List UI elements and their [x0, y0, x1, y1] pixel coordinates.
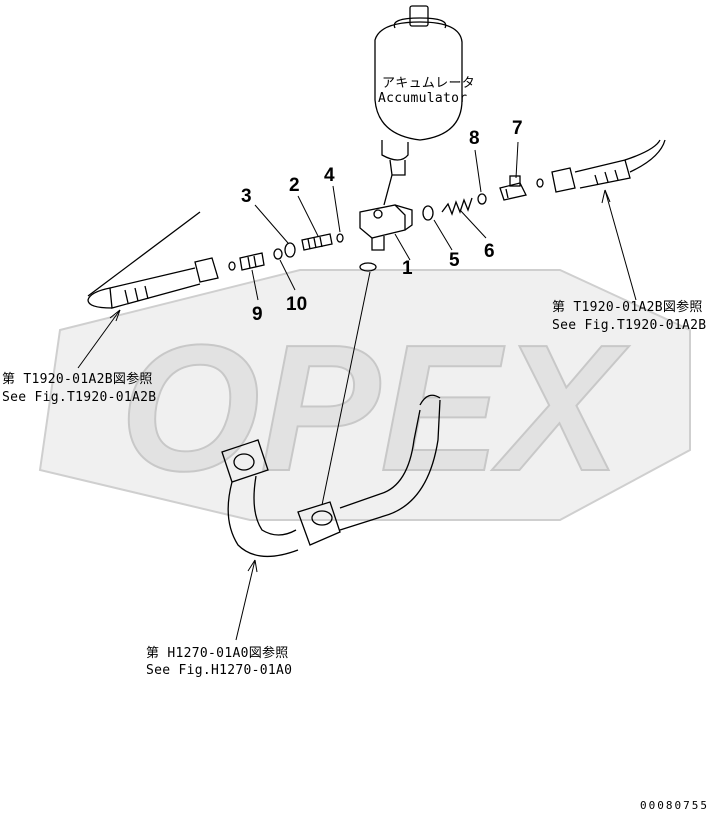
part-10-oring	[273, 248, 283, 260]
right-hose	[551, 139, 666, 193]
part-number-10: 10	[286, 294, 308, 315]
oring-left-small	[228, 261, 236, 271]
part-number-3: 3	[241, 186, 252, 207]
part-9-adapter	[239, 252, 265, 271]
part-6-spring	[441, 197, 473, 216]
accumulator-label-en: Accumulator	[378, 91, 468, 106]
part-8-oring	[477, 193, 487, 205]
part-7-valve	[499, 175, 527, 201]
part-number-9: 9	[252, 304, 263, 325]
part-4-oring	[336, 233, 344, 243]
ref-tube-jp: 第 H1270-01A0図参照	[146, 646, 289, 661]
part-number-5: 5	[449, 250, 460, 271]
part-number-8: 8	[469, 128, 480, 149]
leader-lines	[77, 141, 637, 641]
part-number-6: 6	[484, 241, 495, 262]
ref-right-hose-en: See Fig.T1920-01A2B	[552, 318, 707, 333]
left-hose	[87, 211, 219, 309]
part-3-oring	[284, 242, 296, 258]
tube-assembly	[221, 394, 441, 558]
part-number-1: 1	[402, 258, 413, 279]
ref-right-hose-jp: 第 T1920-01A2B図参照	[552, 300, 703, 315]
part-number-4: 4	[324, 165, 335, 186]
watermark-text: OPEX	[120, 308, 630, 509]
part-number-2: 2	[289, 175, 300, 196]
ref-left-hose-en: See Fig.T1920-01A2B	[2, 390, 157, 405]
watermark-logo: OPEX	[38, 269, 691, 521]
part-2-plug	[301, 233, 333, 251]
part-1-block	[359, 204, 413, 251]
oring-right-small	[536, 178, 544, 188]
document-id: 00080755	[640, 799, 709, 812]
accumulator	[374, 5, 463, 206]
ref-tube-en: See Fig.H1270-01A0	[146, 663, 293, 678]
part-5-oring	[422, 205, 434, 221]
part-number-7: 7	[512, 118, 523, 139]
oring-center	[359, 262, 377, 272]
accumulator-label-jp: アキュムレータ	[382, 76, 476, 91]
ref-left-hose-jp: 第 T1920-01A2B図参照	[2, 372, 153, 387]
